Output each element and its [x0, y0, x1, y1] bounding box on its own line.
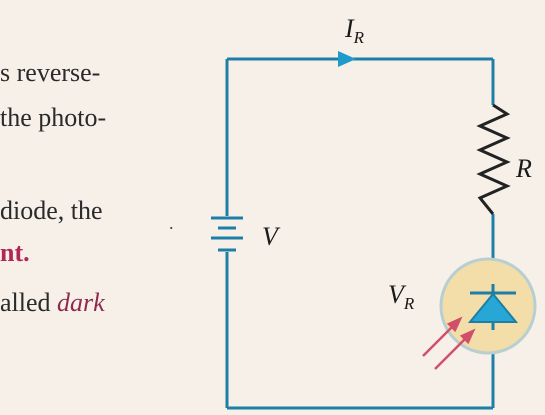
stray-dot: .	[169, 213, 174, 233]
photodiode-icon	[439, 257, 537, 355]
current-label: IR	[344, 14, 365, 47]
body-text-line-5-prefix: alled	[0, 288, 58, 317]
body-text-line-3: diode, the	[0, 196, 103, 225]
body-text-line-1: s reverse-	[0, 58, 101, 87]
body-text-line-5: alled dark	[0, 288, 105, 318]
circuit-wires	[225, 57, 495, 410]
current-arrow-icon	[338, 51, 356, 67]
resistor-icon	[476, 103, 511, 215]
diode-voltage-label: VR	[388, 280, 415, 313]
battery-icon	[211, 216, 243, 252]
diode-triangle	[467, 292, 519, 323]
body-text-emphasis: dark	[57, 288, 105, 317]
body-text-line-2: the photo-	[0, 103, 107, 132]
resistor-label: R	[515, 154, 532, 183]
light-rays-icon	[422, 316, 476, 370]
battery-label: V	[262, 222, 281, 251]
body-text-line-4: nt.	[0, 238, 30, 267]
